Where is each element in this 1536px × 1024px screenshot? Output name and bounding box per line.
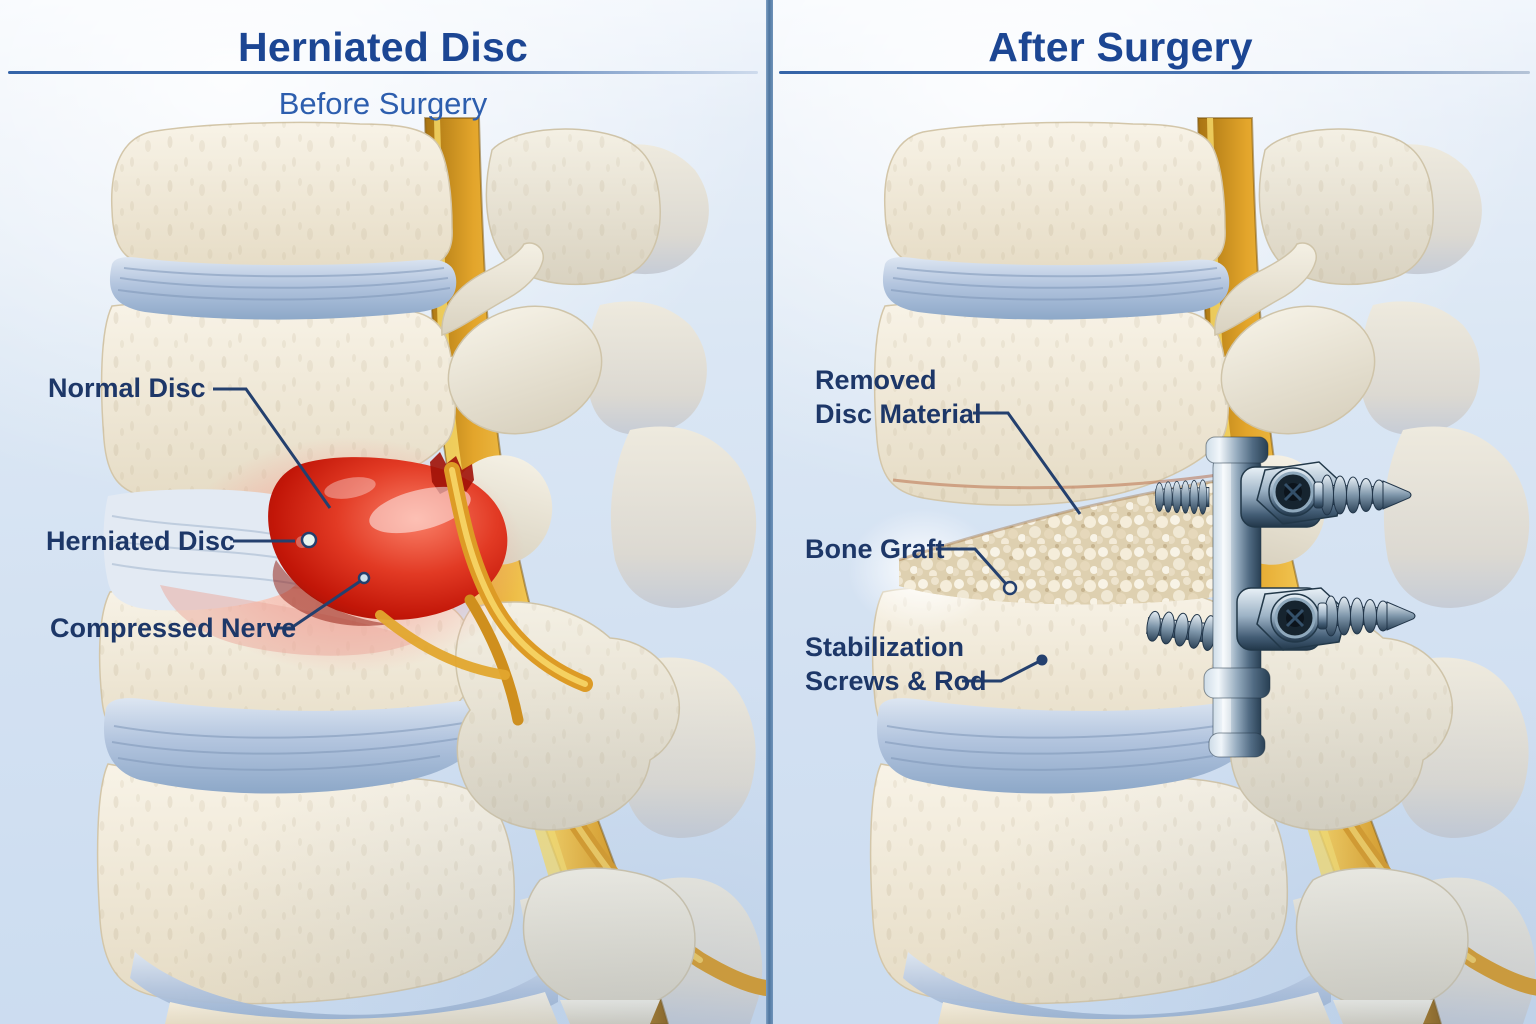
stabilization-hardware (1144, 436, 1416, 758)
label-herniated-disc: Herniated Disc (46, 526, 236, 556)
pedicle-screw-bottom (1317, 595, 1416, 637)
label-normal-disc: Normal Disc (48, 373, 206, 403)
after-illustration (848, 0, 1536, 1024)
label-compressed-nerve: Compressed Nerve (50, 613, 297, 643)
after-panel (773, 0, 1536, 1024)
label-removed-line2: Disc Material (815, 399, 982, 429)
label-removed-disc-material: Removed Disc Material (815, 363, 982, 431)
label-removed-line1: Removed (815, 365, 937, 395)
label-stab-line1: Stabilization (805, 632, 965, 662)
after-title-rule (779, 71, 1530, 74)
panel-divider (766, 0, 773, 1024)
label-stab-line2: Screws & Rod (805, 666, 987, 696)
before-panel (0, 0, 766, 1024)
label-stabilization: Stabilization Screws & Rod (805, 630, 987, 698)
before-title-rule (8, 71, 758, 74)
before-illustration (0, 0, 766, 1024)
label-bone-graft: Bone Graft (805, 534, 945, 564)
compressed-nerve-roots (375, 462, 593, 726)
